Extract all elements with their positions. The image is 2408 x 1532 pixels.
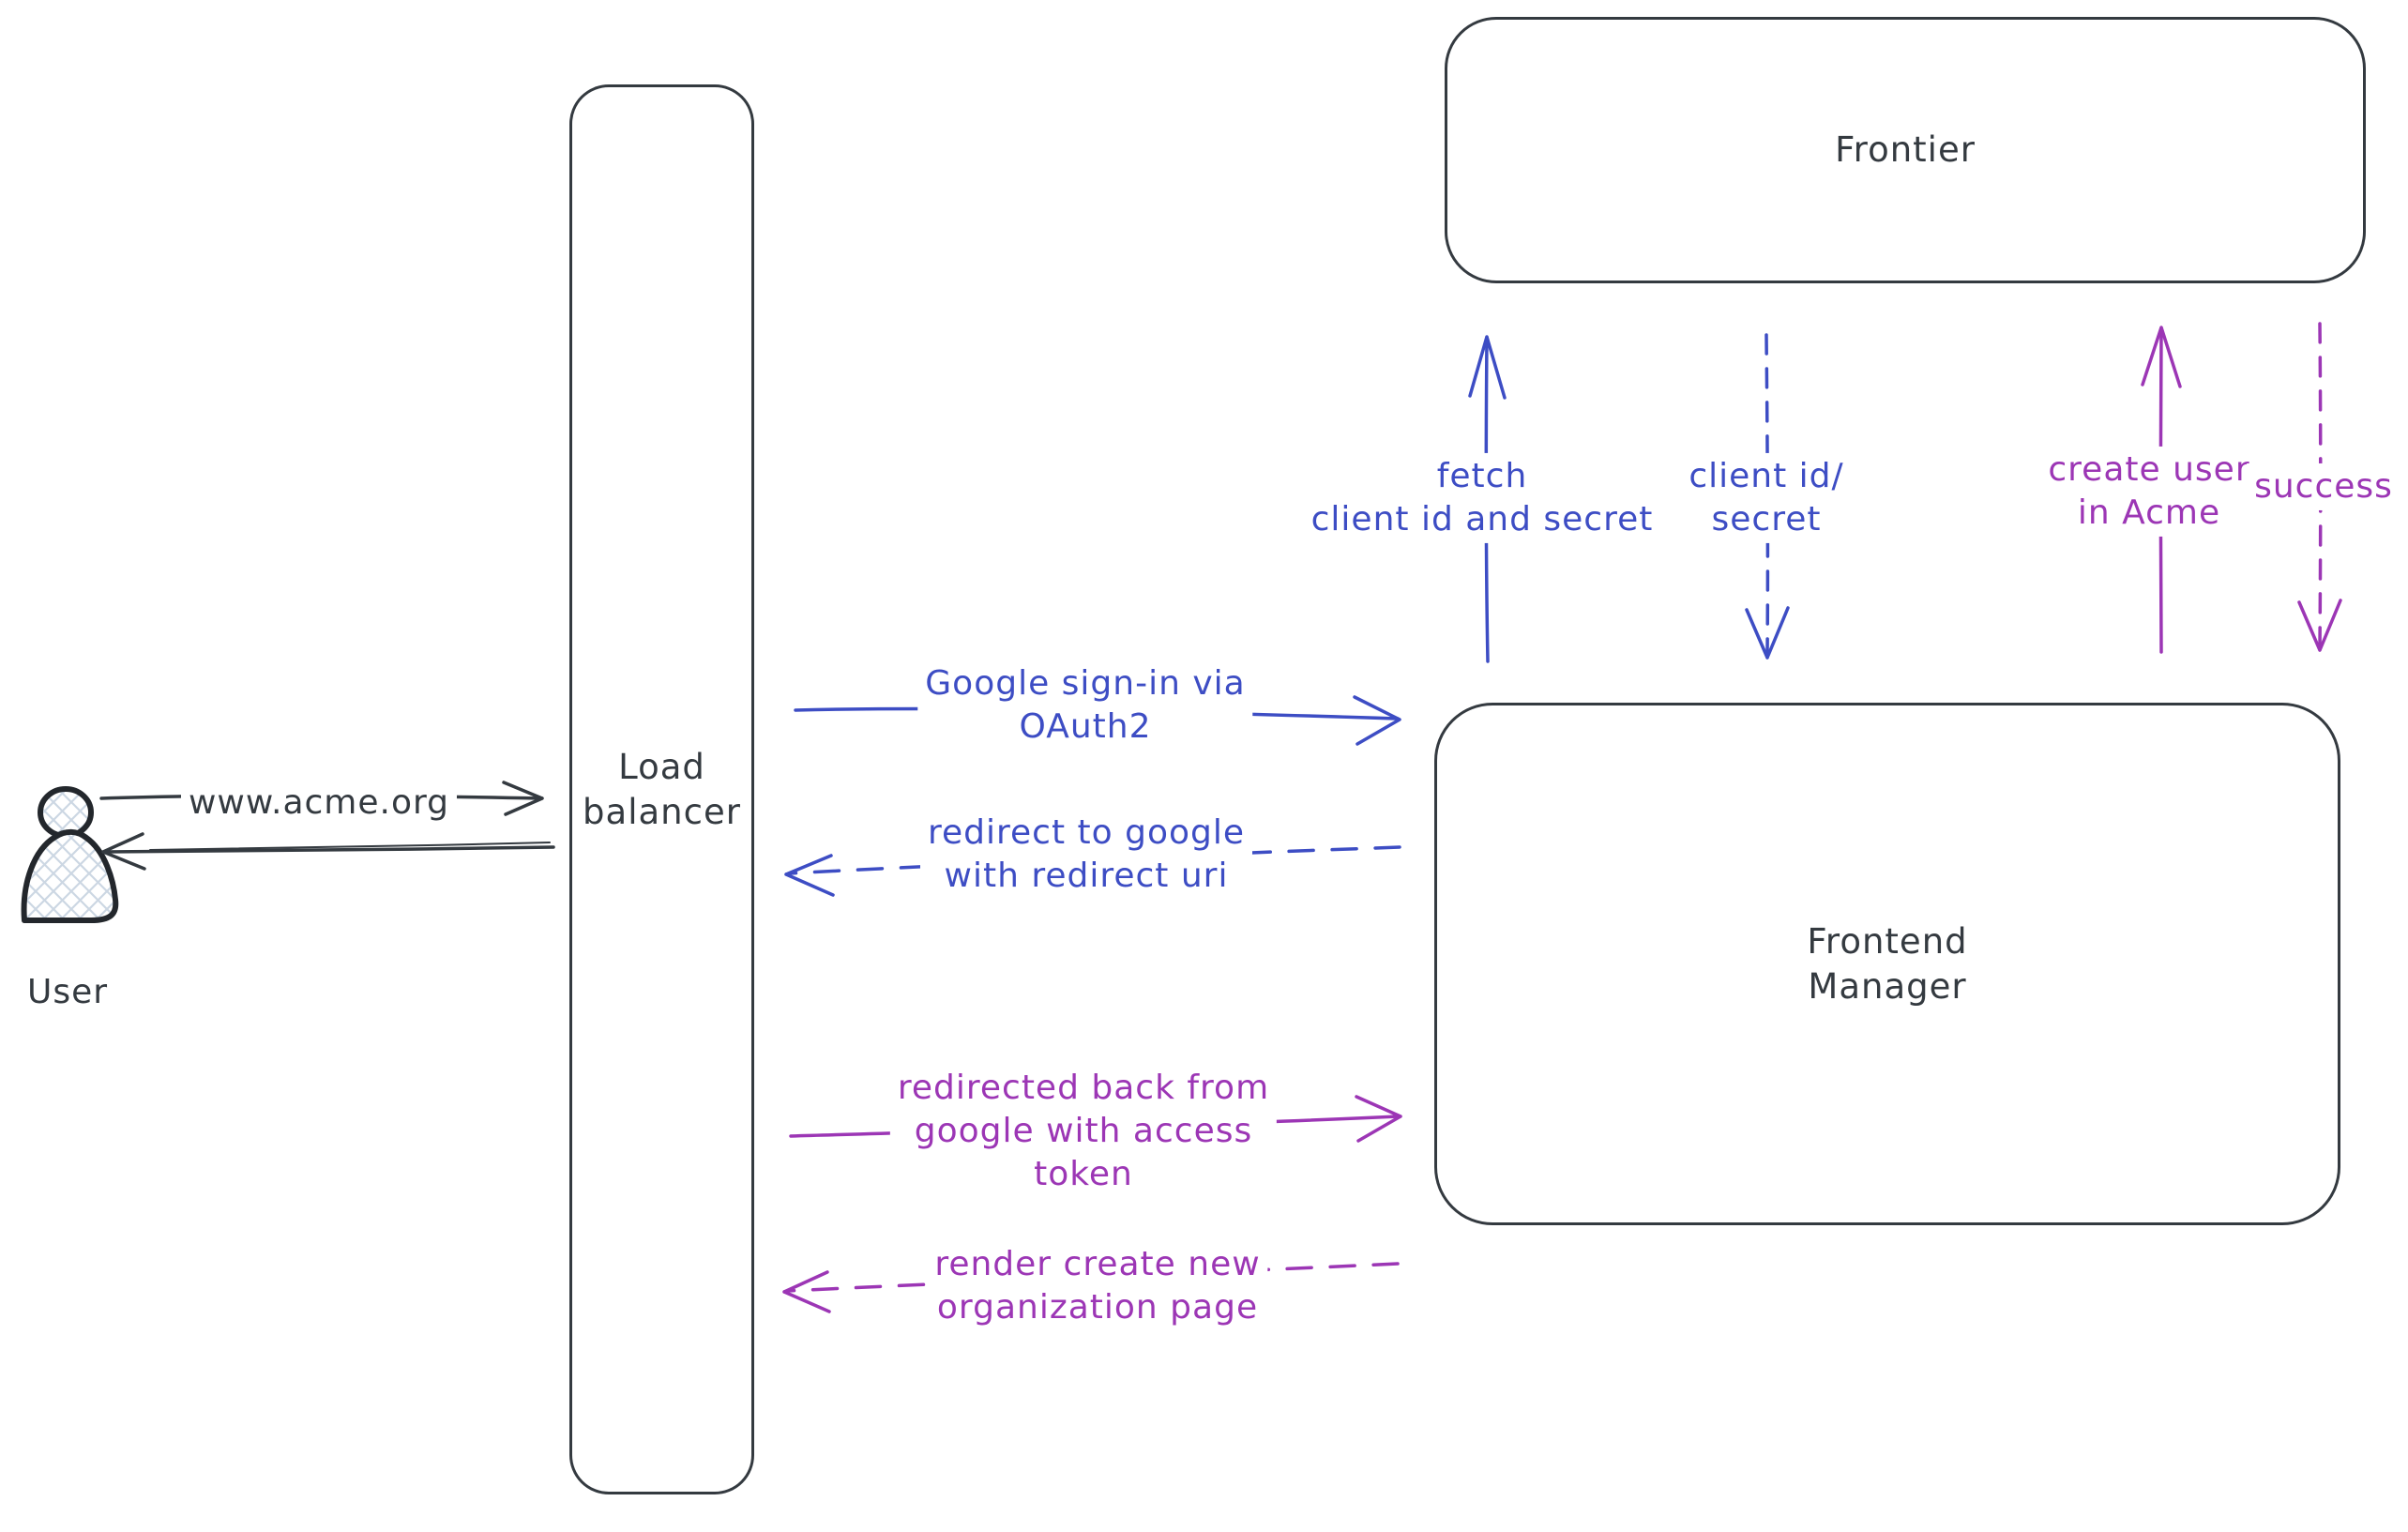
node-frontier: Frontier bbox=[1445, 17, 2366, 283]
frontier-label: Frontier bbox=[1835, 129, 1976, 171]
user-actor-label: User bbox=[26, 972, 109, 1011]
client-id-secret-label: client id/ secret bbox=[1681, 452, 1852, 544]
user-actor-icon bbox=[21, 786, 119, 923]
frontend-manager-label: Frontend Manager bbox=[1807, 921, 1968, 1007]
redirect-google-label: redirect to google with redirect uri bbox=[919, 809, 1253, 901]
edge-success bbox=[2297, 322, 2342, 652]
google-signin-label: Google sign-in via OAuth2 bbox=[917, 660, 1253, 751]
node-frontend-manager: Frontend Manager bbox=[1434, 703, 2340, 1225]
fetch-secret-label: fetch client id and secret bbox=[1303, 452, 1661, 544]
node-load-balancer: Load balancer bbox=[569, 84, 754, 1494]
render-page-label: render create new organization page bbox=[927, 1240, 1268, 1332]
load-balancer-label: Load balancer bbox=[583, 747, 741, 832]
redirected-back-label: redirected back from google with access … bbox=[889, 1064, 1278, 1199]
acme-url-label: www.acme.org bbox=[180, 779, 458, 827]
success-label: success bbox=[2247, 463, 2400, 511]
create-user-label: create user in Acme bbox=[2040, 446, 2258, 538]
edge-user-return bbox=[101, 832, 555, 871]
